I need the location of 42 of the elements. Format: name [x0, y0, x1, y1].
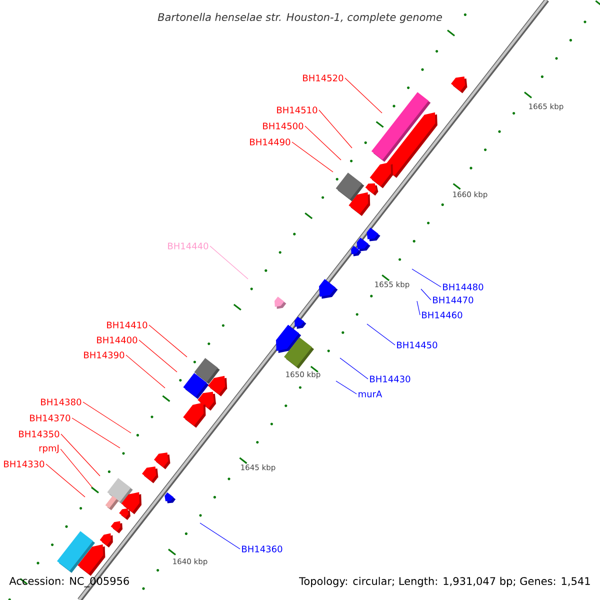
- leader-line: [336, 380, 357, 394]
- gene-label: BH14350: [19, 430, 60, 438]
- leader-line: [412, 268, 442, 288]
- leader-line: [138, 340, 178, 372]
- leader-line: [200, 522, 240, 550]
- leader-line: [292, 142, 334, 172]
- gene-label: BH14430: [370, 376, 410, 382]
- gene-label: BH14330: [4, 460, 44, 468]
- title: Bartonella henselae str. Houston-1, complete genome: [158, 12, 442, 24]
- gene-label: BH14450: [397, 342, 438, 348]
- leader-line: [344, 78, 382, 114]
- gene-label: murA: [358, 390, 382, 398]
- footer-text: Topology: circular; Length: 1,931,047 bp; Genes: 1,541: [299, 576, 590, 588]
- leader-line: [304, 126, 342, 160]
- gene-label: BH14410: [107, 322, 148, 328]
- leader-line: [366, 324, 396, 346]
- leader-line: [148, 324, 188, 358]
- gene-label: BH14440: [168, 242, 208, 250]
- leader-line: [46, 464, 86, 498]
- gene-label: BH14490: [250, 138, 290, 146]
- leader-line: [82, 402, 132, 434]
- gene-label: rpmJ: [39, 444, 59, 454]
- gene-label: BH14400: [97, 336, 138, 344]
- leader-line: [416, 300, 420, 316]
- leader-line: [318, 110, 352, 148]
- gene-label: BH14480: [443, 284, 484, 290]
- gene-label: BH14360: [242, 546, 282, 552]
- leader-line: [340, 358, 368, 380]
- leader-line: [60, 434, 100, 476]
- gene-label: BH14520: [303, 74, 344, 82]
- leader-line: [72, 418, 120, 448]
- gene-label: BH14470: [433, 296, 474, 304]
- leader-line: [420, 288, 432, 300]
- leader-line: [126, 354, 166, 388]
- gene-label: BH14370: [30, 414, 70, 422]
- gene-label: BH14380: [41, 398, 82, 406]
- gene-label: BH14500: [263, 122, 304, 130]
- gene-label: BH14390: [84, 352, 124, 358]
- leader-line: [60, 448, 92, 488]
- leader-line: [210, 246, 248, 280]
- gene-label: BH14460: [422, 312, 462, 318]
- gene-label: BH14510: [277, 106, 318, 114]
